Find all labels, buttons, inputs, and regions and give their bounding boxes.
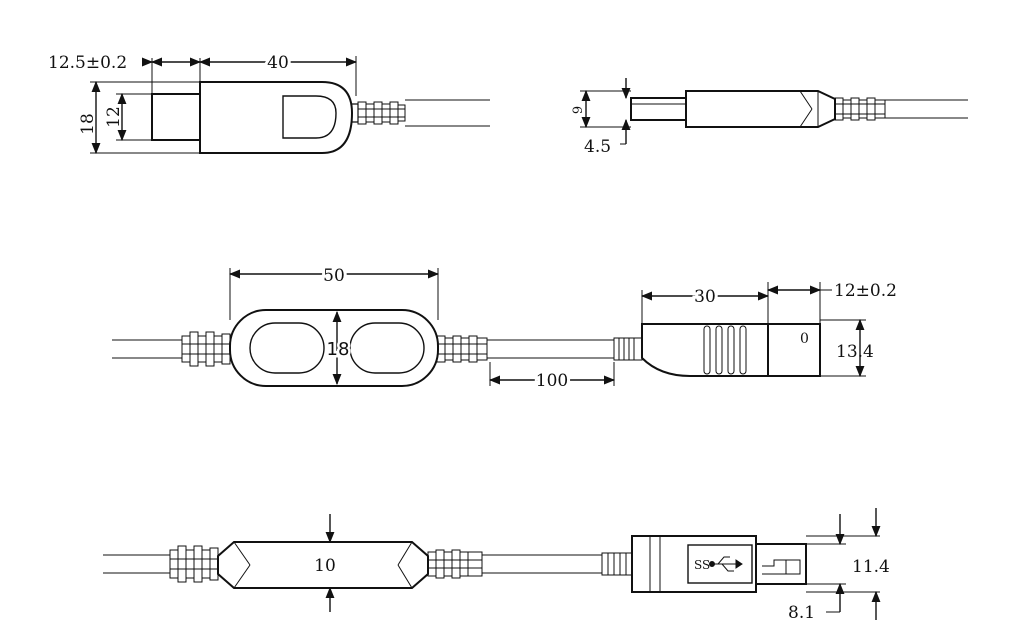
usb-ss-logo: SS — [694, 558, 710, 572]
dim-tip-label: 12.5±0.2 — [48, 53, 127, 73]
dim-module-height-label: 18 — [327, 339, 350, 360]
view-module-usb-b-top: 0 50 18 100 30 12±0.2 13.4 — [112, 263, 897, 394]
housing-side — [685, 90, 836, 128]
dim-tip-side-height-label: 8.1 — [788, 603, 815, 623]
usb-b-tip — [767, 323, 821, 377]
plug-mark: 0 — [800, 331, 809, 347]
dim-height-side-label: 9 — [571, 106, 586, 114]
dim-module-side-height-label: 10 — [314, 556, 336, 576]
strain-relief-right-side — [427, 549, 483, 579]
plug-ferrule-side — [601, 552, 633, 576]
dim-height-label: 18 — [78, 113, 98, 135]
view-module-usb-b-side: SS 10 11.4 8.1 — [103, 508, 890, 623]
dim-cable-label: 100 — [536, 371, 568, 391]
module-recess-right — [349, 322, 425, 374]
dim-module-length-label: 50 — [323, 266, 345, 286]
usb-a-tip — [151, 93, 201, 141]
dim-plug-length-label: 30 — [694, 287, 716, 307]
module-recess-left — [249, 322, 325, 374]
dim-plug-side-height-label: 11.4 — [852, 557, 890, 577]
dim-tip-b-label: 12±0.2 — [834, 281, 897, 301]
plug-ferrule — [613, 337, 643, 361]
usb-b-housing — [641, 323, 769, 377]
strain-relief-right — [436, 335, 488, 363]
view-usb-a-side: 9 4.5 — [571, 78, 968, 157]
housing-recess — [282, 95, 337, 139]
strain-relief-left-side — [169, 545, 219, 583]
dim-thickness-label: 4.5 — [584, 137, 611, 157]
view-usb-a-top: 12.5±0.2 40 18 12 — [48, 50, 490, 155]
usb-trident-icon — [709, 556, 743, 572]
strain-relief-side — [834, 97, 886, 121]
strain-relief — [349, 101, 406, 125]
tip-side — [630, 97, 687, 121]
strain-relief-left — [181, 331, 231, 367]
grip-ribs — [703, 325, 747, 375]
dim-tip-height-label: 12 — [104, 106, 124, 128]
dim-plug-height-label: 13.4 — [836, 342, 874, 362]
dim-length-label: 40 — [267, 53, 289, 73]
usb-b-side-tip — [755, 543, 807, 585]
connector-housing — [199, 81, 354, 154]
usb-logo-panel — [687, 544, 753, 584]
